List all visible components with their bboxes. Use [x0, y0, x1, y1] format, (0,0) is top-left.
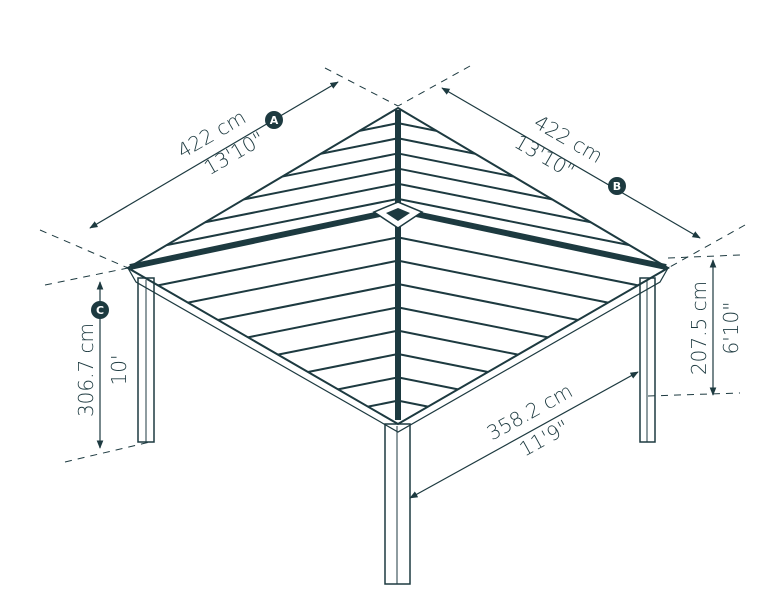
roof-rafter [277, 329, 399, 356]
roof-rafter [397, 236, 639, 287]
roof-rafter [397, 197, 630, 247]
badge-b [608, 177, 626, 195]
dimension-c-metric: 306.7 cm [74, 323, 98, 417]
roof-rafter [397, 283, 579, 321]
dimension-c-imperial: 10' [107, 355, 131, 386]
roof-rafter [337, 376, 399, 391]
roof-rafter [397, 353, 489, 373]
svg-text:B: B [613, 180, 621, 193]
roof-rafter [217, 283, 399, 321]
roof-rafter [282, 152, 399, 178]
side-height-metric: 207.5 cm [687, 281, 711, 375]
svg-text:C: C [96, 304, 104, 317]
roof-rafter [397, 329, 519, 356]
roof-rafter [307, 353, 399, 373]
roof-rafter [397, 399, 429, 408]
extension-lines [39, 65, 746, 463]
badge-a [265, 111, 283, 129]
roof-rafter [397, 122, 437, 132]
roof-rafter [166, 197, 399, 247]
badge-c [91, 301, 109, 319]
dimension-c: C 306.7 cm 10' [74, 281, 131, 449]
side-height-imperial: 6'10" [719, 302, 743, 355]
roof-rafter [397, 152, 514, 178]
roof-rafter [359, 122, 399, 132]
roof-rafter [397, 376, 459, 391]
svg-text:A: A [270, 114, 279, 127]
roof-rafter [247, 306, 399, 339]
roof-rafter [157, 236, 399, 287]
dimension-a: A 422 cm 13'10" [89, 81, 339, 229]
roof-rafter [367, 399, 399, 408]
roof-rafter [187, 259, 399, 304]
roof-rafter [243, 167, 399, 201]
dimension-post-span: 358.2 cm 11'9" [409, 371, 639, 499]
roof-rafter [397, 306, 549, 339]
dimension-side-height: 207.5 cm 6'10" [687, 259, 743, 396]
roof-rafter [397, 259, 609, 304]
roof-rafter [397, 167, 553, 201]
